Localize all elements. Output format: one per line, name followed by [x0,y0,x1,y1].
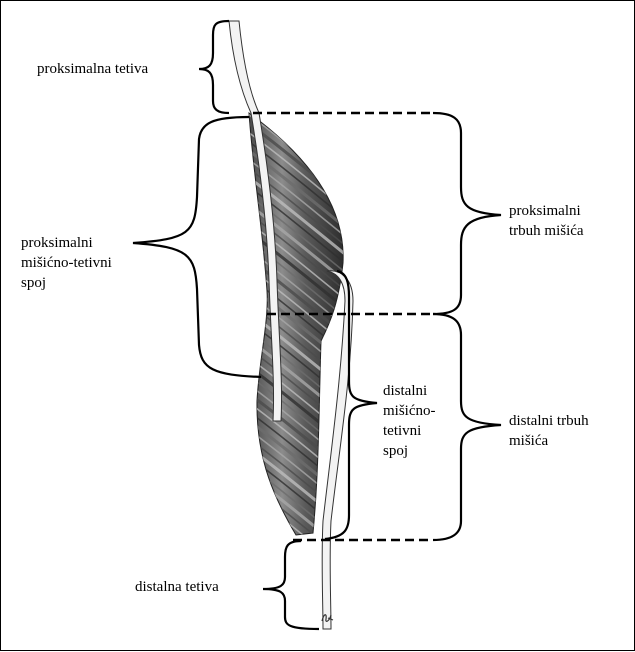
label-distal-junction: distalni mišićno- tetivni spoj [383,381,436,461]
muscle-fiber [241,559,361,652]
brace-proximal-tendon [199,21,229,113]
label-proximal-tendon: proksimalna tetiva [37,59,148,79]
label-proximal-junction: proksimalni mišićno-tetivni spoj [21,233,112,293]
label-proximal-belly: proksimalni trbuh mišića [509,201,584,241]
label-distal-tendon: distalna tetiva [135,577,219,597]
brace-distal-belly [433,314,501,540]
muscle-fiber [241,550,361,645]
signature-mark [319,609,335,625]
brace-proximal-belly [433,113,501,314]
muscle-fiber [241,523,361,618]
proximal-tendon [229,21,282,421]
brace-proximal-junction [133,117,261,377]
label-distal-belly: distalni trbuh mišića [509,411,589,451]
muscle-fiber [241,532,361,627]
brace-distal-tendon [263,541,319,629]
muscle-fiber [241,541,361,636]
